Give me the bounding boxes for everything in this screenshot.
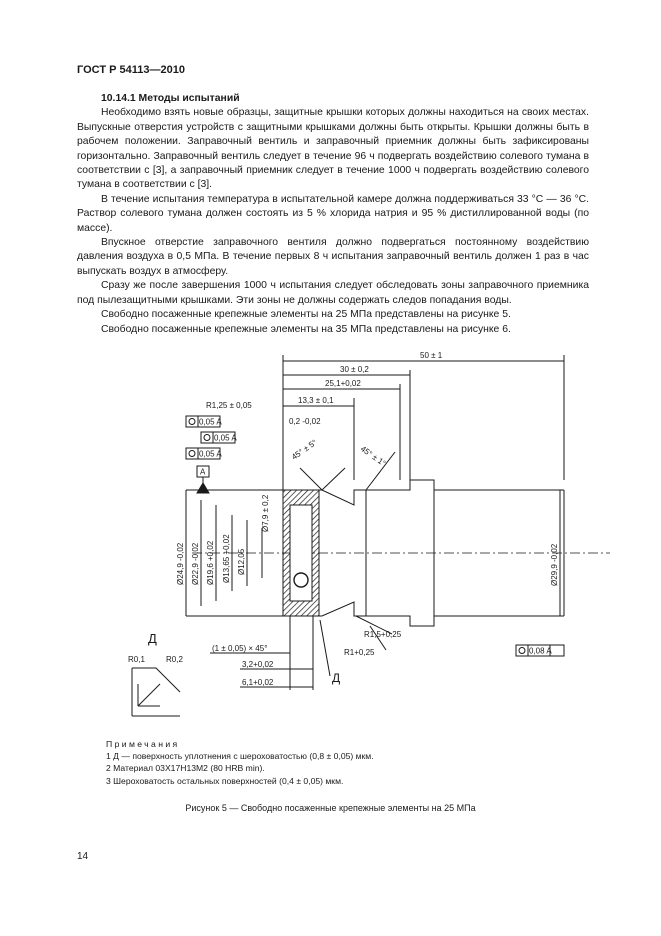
dim-length-50: 50 ± 1 <box>420 351 443 360</box>
dim-02: 0,2 -0,02 <box>289 417 321 426</box>
tolerance-frame-3: 0,05 A <box>199 450 222 459</box>
dim-diameter-229: Ø22,9 -0,02 <box>191 542 200 585</box>
section-body: 10.14.1 Методы испытаний Необходимо взят… <box>77 92 589 337</box>
dim-radius-15: R1,5+0,25 <box>364 630 402 639</box>
dim-length-25: 25,1+0,02 <box>325 379 361 388</box>
dim-diameter-1365: Ø13,65 +0,02 <box>222 534 231 583</box>
paragraph-2: В течение испытания температура в испыта… <box>77 193 589 234</box>
dim-diameter-249: Ø24,9 -0,02 <box>176 542 185 585</box>
paragraph-1: Необходимо взять новые образцы, защитные… <box>77 107 589 191</box>
technical-drawing: 50 ± 1 30 ± 0,2 25,1+0,02 13,3 ± 0,1 R1,… <box>128 351 610 717</box>
tolerance-frame-2: 0,05 A <box>214 434 237 443</box>
figure-notes: Примечания 1 Д — поверхность уплотнения … <box>106 738 374 787</box>
paragraph-3: Впускное отверстие заправочного вентиля … <box>77 237 589 277</box>
dim-width-61: 6,1+0,02 <box>242 678 274 687</box>
detail-mark: Д <box>332 671 340 685</box>
tolerance-frame-1: 0,05 A <box>199 418 222 427</box>
note-1: 1 Д — поверхность уплотнения с шероховат… <box>106 751 374 762</box>
detail-title: Д <box>148 631 157 646</box>
dim-angle-45a: 45° ± 5° <box>290 438 319 462</box>
paragraph-4: Сразу же после завершения 1000 ч испытан… <box>77 280 589 306</box>
section-title: 10.14.1 Методы испытаний <box>101 93 240 104</box>
dim-length-30: 30 ± 0,2 <box>340 365 369 374</box>
dim-length-13: 13,3 ± 0,1 <box>298 396 334 405</box>
dim-width-32: 3,2+0,02 <box>242 660 274 669</box>
dim-diameter-196: Ø19,6 +0,02 <box>206 540 215 585</box>
dim-diameter-299: Ø29,9 -0,02 <box>550 543 559 586</box>
detail-radius-01: R0,1 <box>128 655 145 664</box>
page-header: ГОСТ Р 54113—2010 <box>77 64 185 76</box>
paragraph-6: Свободно посаженные крепежные элементы н… <box>101 323 511 335</box>
dim-radius-125: R1,25 ± 0,05 <box>206 401 252 410</box>
detail-radius-02: R0,2 <box>166 655 183 664</box>
paragraph-5: Свободно посаженные крепежные элементы н… <box>101 309 511 321</box>
note-3: 3 Шероховатость остальных поверхностей (… <box>106 775 344 786</box>
dim-chamfer: (1 ± 0,05) × 45° <box>212 644 267 653</box>
dim-diameter-1205: Ø12,05 <box>237 548 246 575</box>
note-2: 2 Материал 03Х17Н13М2 (80 HRB min). <box>106 763 265 774</box>
datum-label: A <box>200 468 206 477</box>
tolerance-frame-4: 0,08 A <box>529 647 552 656</box>
dim-radius-1: R1+0,25 <box>344 648 375 657</box>
dim-diameter-79: Ø7,9 ± 0,2 <box>261 494 270 532</box>
notes-title: Примечания <box>106 739 180 749</box>
page-number: 14 <box>77 851 89 862</box>
dim-angle-45b: 45° ± 1° <box>359 444 388 468</box>
figure-caption: Рисунок 5 — Свободно посаженные крепежны… <box>185 803 476 813</box>
